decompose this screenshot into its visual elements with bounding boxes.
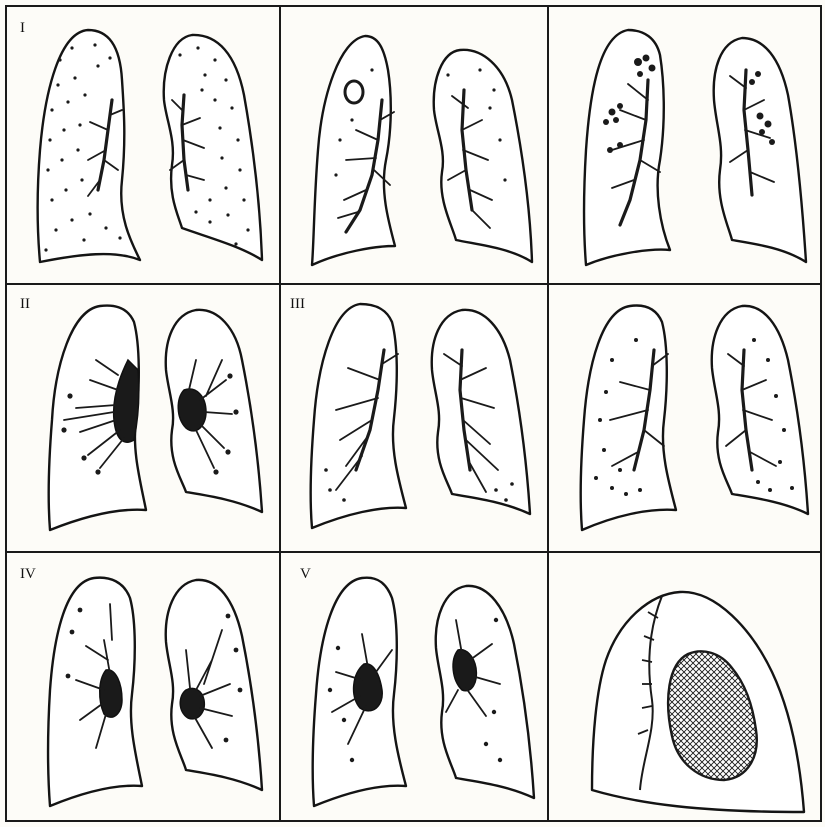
panel-3-1-lungs [48, 578, 262, 806]
right-lung-outline [48, 578, 142, 806]
left-lung-outline [712, 306, 808, 514]
right-lung-outline [584, 30, 670, 265]
left-hilar-node [180, 688, 204, 718]
panel-1-3-lungs [584, 30, 806, 265]
right-lung-outline [38, 30, 140, 262]
panel-label-3-2: V [300, 566, 311, 582]
panel-3-2-lungs [313, 578, 534, 806]
left-lung-outline [436, 586, 534, 798]
right-lung-outline [312, 36, 395, 265]
panel-label-2-2: III [290, 296, 305, 312]
panel-2-2-lungs [311, 304, 530, 528]
panel-3-3-lung [592, 592, 804, 812]
right-lung-outline [581, 306, 676, 530]
left-lung-outline [166, 580, 262, 790]
panel-label-1-1: I [20, 20, 25, 36]
left-lung-outline [714, 38, 806, 262]
left-lung-outline [164, 35, 262, 260]
right-lung-outline [311, 304, 406, 528]
panel-1-1-lungs [38, 30, 262, 262]
panel-2-1-lungs [49, 306, 262, 530]
panel-label-3-1: IV [20, 566, 36, 582]
panel-1-2-lungs [312, 36, 532, 265]
panel-label-2-1: II [20, 296, 30, 312]
panel-2-3-lungs [581, 306, 808, 530]
left-lung-outline [434, 50, 532, 262]
